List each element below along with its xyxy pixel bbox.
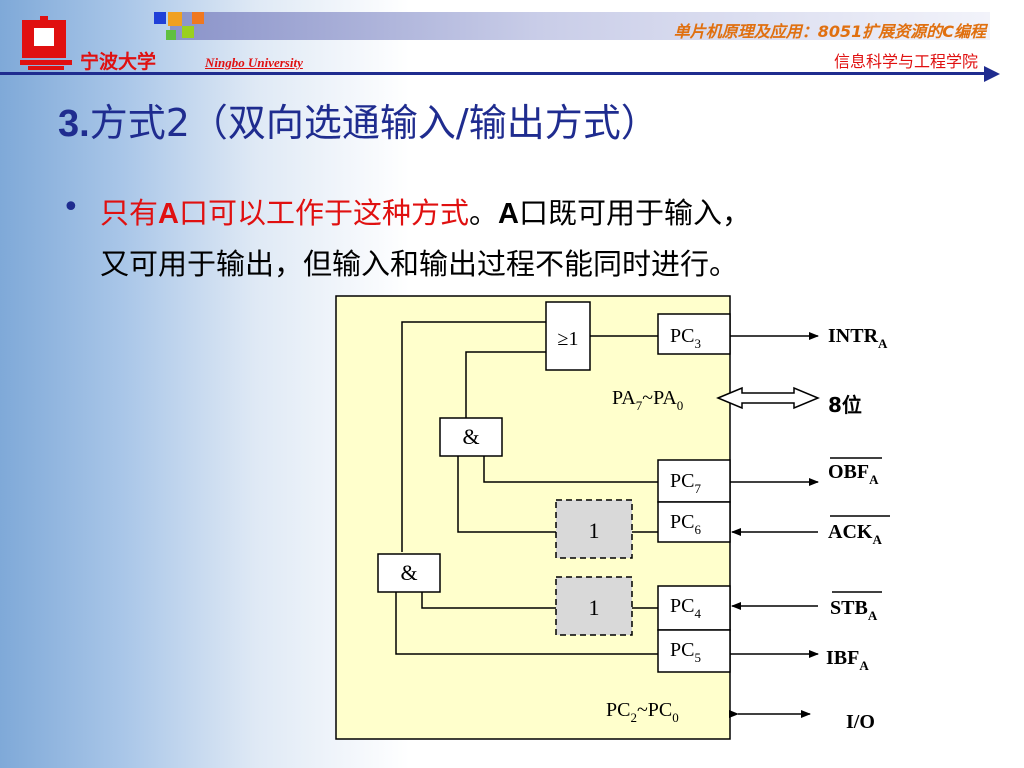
pin-pc3: PC3 (670, 325, 701, 351)
university-name-en: Ningbo University (205, 55, 303, 70)
and-gate-2 (377, 553, 441, 593)
bullet-text: 只有A口可以工作于这种方式。A口既可用于输入，又可用于输出，但输入和输出过程不能… (100, 188, 1000, 289)
bullet-dot: • (62, 190, 80, 225)
or-gate-label: ≥1 (558, 328, 579, 350)
pin-pc6: PC6 (670, 511, 701, 537)
pin-pc4: PC4 (670, 595, 701, 621)
bullet-rest-2: 又可用于输出，但输入和输出过程不能同时进行。 (100, 247, 739, 281)
bullet-red-2: 口可以工作于这种方式 (178, 196, 469, 230)
university-name-cn: 宁波大学 (80, 51, 157, 73)
inverter-1-label: 1 (589, 518, 600, 543)
wire-inv1-to-and1 (457, 456, 556, 533)
header-divider-line (0, 72, 985, 75)
college-name: 信息科学与工程学院 (833, 52, 978, 71)
bullet-red-A: A (158, 198, 179, 230)
and-gate-1 (439, 417, 503, 457)
inverter-1 (555, 499, 633, 559)
signal-stb: STBA (830, 597, 878, 623)
or-gate (545, 301, 591, 371)
bullet-period: 。 (468, 196, 498, 230)
signal-ack: ACKA (828, 521, 882, 547)
wire-inv2-to-and2 (421, 592, 556, 609)
header-gradient-bar (170, 12, 990, 40)
university-logo-icon (20, 16, 72, 70)
and-gate-1-label: & (462, 424, 479, 449)
deco-square-green (166, 30, 176, 40)
deco-square-blue (154, 12, 166, 24)
signal-ibf: IBFA (826, 647, 869, 673)
inverter-2 (555, 576, 633, 636)
bus-double-arrow-icon (716, 386, 820, 410)
pin-pa7-pa0: PA7~PA0 (612, 387, 683, 413)
title-main: 方式2 (89, 101, 190, 145)
wire-and2-to-or (401, 321, 546, 552)
bullet-A: A (498, 198, 519, 230)
deco-square-orange (168, 12, 182, 26)
signal-obf: OBFA (828, 461, 879, 487)
deco-square-orange-2 (192, 12, 204, 24)
deco-square-lime (182, 26, 194, 38)
slide-title: 3.方式2（双向选通输入/输出方式） (58, 92, 659, 147)
bullet-red-1: 只有 (100, 196, 159, 230)
signal-bus-8bit: 8位 (828, 393, 862, 417)
pin-box-pc6 (657, 501, 731, 543)
signal-io: I/O (846, 711, 875, 733)
pin-pc7: PC7 (670, 470, 701, 496)
wire-and1-to-or (465, 351, 546, 420)
signal-intr: INTRA (828, 325, 888, 351)
pin-box-pc3 (657, 313, 731, 355)
pin-box-pc5 (657, 629, 731, 673)
pin-pc5: PC5 (670, 639, 701, 665)
wire-pc5-to-and2 (395, 592, 658, 655)
bullet-rest-1: 口既可用于输入， (518, 196, 751, 230)
inverter-2-label: 1 (589, 595, 600, 620)
and-gate-2-label: & (400, 560, 417, 585)
pin-pc2-pc0: PC2~PC0 (606, 699, 679, 725)
divider-arrow-icon (984, 66, 1000, 82)
title-number: 3. (58, 103, 90, 145)
course-title: 单片机原理及应用：8051扩展资源的C编程 (673, 22, 986, 41)
wire-pc7-to-and1 (483, 456, 658, 483)
title-subtitle: （双向选通输入/输出方式） (189, 101, 659, 145)
